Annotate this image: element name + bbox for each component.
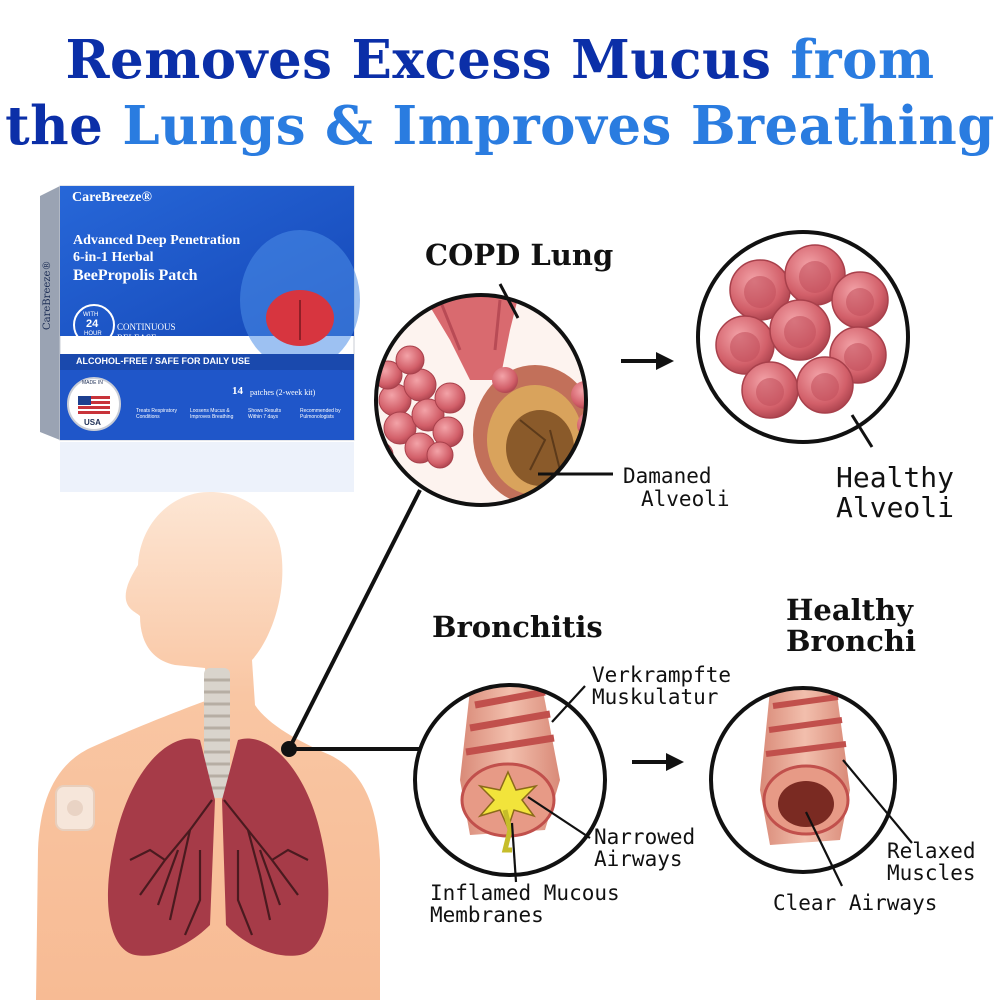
headline-line-1: Removes Excess Mucus from — [0, 28, 1000, 92]
inflamed-membranes-label-1: Inflamed Mucous — [430, 881, 620, 905]
release-line-2: RELEASE — [117, 333, 157, 343]
healthy-bronchi-circle — [709, 686, 897, 874]
narrowed-airways-label-2: Airways — [594, 847, 683, 871]
usa-label: USA — [84, 418, 101, 427]
bronchitis-circle — [413, 683, 607, 877]
patch-count: 14 — [232, 385, 243, 397]
product-title-line-1: Advanced Deep Penetration — [73, 233, 241, 248]
bronchitis-label: Bronchitis — [432, 610, 603, 644]
made-in-label: MADE IN — [82, 380, 103, 386]
release-line-1: CONTINUOUS — [117, 322, 176, 332]
patch-count-text: patches (2-week kit) — [250, 388, 316, 397]
feature-1: Treats Respiratory Conditions — [136, 408, 177, 420]
healthy-alveoli-label-2: Alveoli — [836, 491, 955, 524]
headline-line-2: the Lungs & Improves Breathing — [0, 94, 1000, 158]
narrowed-airways-label-1: Narrowed — [594, 825, 696, 849]
trachea-icon — [204, 668, 230, 798]
cramped-muscles-label-2: Muskulatur — [592, 685, 719, 709]
relaxed-muscles-label-1: Relaxed — [887, 839, 976, 863]
product-title-line-2: 6-in-1 Herbal — [73, 250, 154, 265]
side-brand-name: CareBreeze® — [42, 260, 53, 330]
arrow-right-icon — [621, 352, 674, 370]
feature-4: Recommended by Pulmonologists — [300, 408, 341, 420]
product-box — [40, 185, 360, 492]
hours-value: 24 — [86, 318, 99, 330]
healthy-bronchi-label-2: Bronchi — [786, 624, 916, 658]
feature-3: Shows Results Within 7 days — [248, 408, 282, 420]
product-title-line-3: BeePropolis Patch — [73, 267, 198, 284]
lungs-icon — [107, 738, 329, 956]
damaged-alveoli-label-1: Damaned — [623, 464, 712, 488]
headline-part: the — [5, 95, 104, 157]
cramped-muscles-label-1: Verkrampfte — [592, 663, 732, 687]
with-label: WITH — [83, 312, 99, 318]
inflamed-membranes-label-2: Membranes — [430, 903, 544, 927]
feature-2: Loosens Mucus & Improves Breathing — [190, 408, 234, 420]
hour-label: HOUR — [84, 331, 102, 337]
clear-airways-label: Clear Airways — [773, 891, 938, 915]
healthy-bronchi-label-1: Healthy — [786, 593, 913, 627]
connector-lines — [281, 489, 438, 757]
copd-lung-label: COPD Lung — [425, 238, 614, 272]
healthy-alveoli-circle — [696, 230, 910, 444]
healthy-alveoli-label-1: Healthy — [836, 461, 955, 494]
copd-lung-circle — [374, 293, 588, 507]
brand-name: CareBreeze® — [72, 190, 152, 205]
headline-part: Removes Excess Mucus — [65, 29, 772, 91]
headline-part: from — [771, 29, 935, 91]
relaxed-muscles-label-2: Muscles — [887, 861, 976, 885]
damaged-alveoli-label-2: Alveoli — [641, 487, 730, 511]
headline-part: Lungs & Improves Breathing — [103, 95, 995, 157]
alcohol-free-label: ALCOHOL-FREE / SAFE FOR DAILY USE — [76, 356, 251, 366]
arrow-right-icon — [632, 753, 684, 771]
